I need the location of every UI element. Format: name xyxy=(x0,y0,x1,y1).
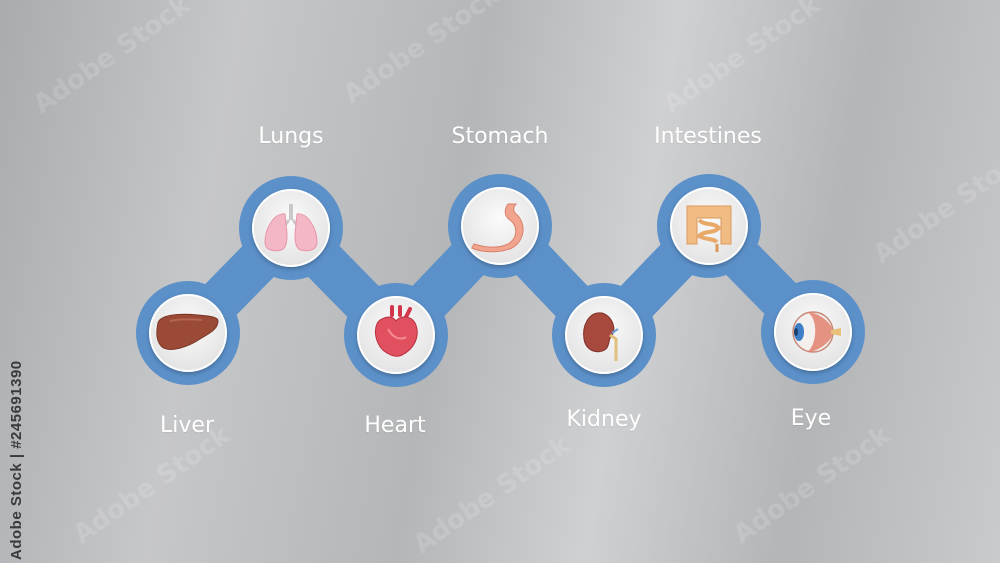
stock-id-text: Adobe Stock | #245691390 xyxy=(8,360,25,560)
organ-label-lungs: Lungs xyxy=(258,124,324,149)
intestines-icon xyxy=(686,205,732,252)
organ-label-eye: Eye xyxy=(790,406,832,431)
eye-icon xyxy=(792,311,841,353)
organ-label-liver: Liver xyxy=(160,413,214,438)
organ-label-intestines: Intestines xyxy=(654,124,762,149)
heart-icon xyxy=(375,305,418,357)
kidney-icon xyxy=(583,312,619,361)
organ-label-stomach: Stomach xyxy=(451,124,549,149)
organ-label-kidney: Kidney xyxy=(566,407,642,432)
organ-disc-stomach xyxy=(461,187,539,265)
organ-label-heart: Heart xyxy=(364,413,426,438)
stomach-icon xyxy=(471,203,524,253)
organ-disc-lungs xyxy=(252,189,330,267)
lungs-icon xyxy=(264,204,318,252)
liver-icon xyxy=(156,313,219,350)
